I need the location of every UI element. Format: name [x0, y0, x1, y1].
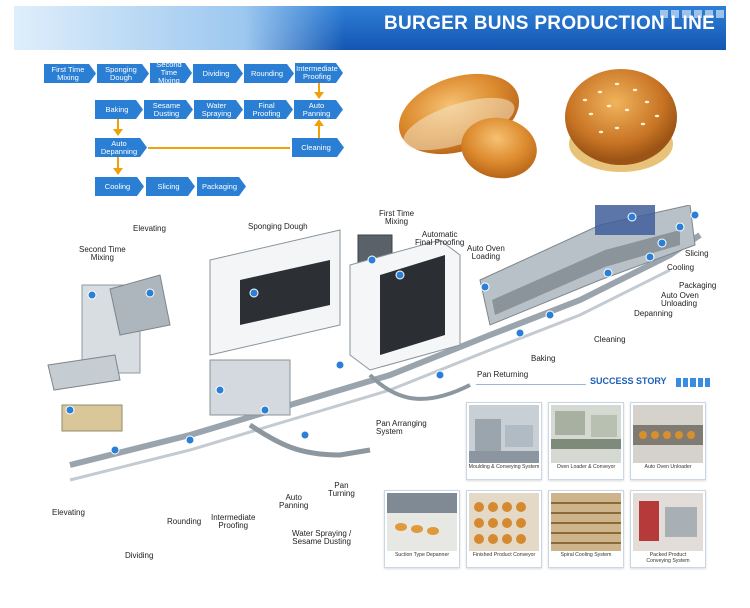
flow-arrow-up — [314, 119, 324, 126]
header-decoration — [660, 10, 725, 18]
label-rounding: Rounding — [167, 517, 202, 526]
flow-step-final-proofing: Final Proofing — [244, 100, 293, 119]
success-card-photo — [469, 493, 539, 551]
page-title: BURGER BUNS PRODUCTION LINE — [384, 13, 716, 34]
flow-step-sponging-dough: Sponging Dough — [97, 64, 149, 83]
label-baking: Baking — [531, 354, 556, 363]
flow-step-packaging: Packaging — [197, 177, 246, 196]
success-card-moulding: Moulding & Conveying System — [466, 402, 542, 480]
flow-step-second-time-mixing: Second Time Mixing — [150, 63, 192, 83]
burger-buns-illustration — [398, 69, 677, 179]
label-auto-oven-loading: Auto Oven Loading — [467, 244, 505, 262]
label-auto-panning: Auto Panning — [279, 493, 309, 511]
success-card-photo — [387, 493, 457, 551]
success-card-caption: Finished Product Conveyor — [472, 552, 536, 558]
flow-step-slicing: Slicing — [146, 177, 195, 196]
success-card-oven-unloader: Auto Oven Unloader — [630, 402, 706, 480]
flow-step-water-spraying: Water Spraying — [194, 100, 243, 119]
flow-step-intermediate-proofing: Intermediate Proofing — [295, 63, 343, 83]
flow-step-sesame-dusting: Sesame Dusting — [144, 100, 193, 119]
label-auto-oven-unloading: Auto Oven Unloading — [661, 291, 699, 309]
flow-arrow-down — [113, 168, 123, 175]
success-card-suction-depanner: Suction Type Depanner — [384, 490, 460, 568]
label-water-spraying-sesame-dusting: Water Spraying / Sesame Dusting — [292, 529, 352, 547]
flow-connector — [148, 147, 290, 149]
success-story-title: SUCCESS STORY — [590, 376, 667, 386]
elevator-machine — [47, 354, 121, 391]
label-slicing: Slicing — [685, 249, 709, 258]
flow-arrow-down — [113, 129, 123, 136]
label-first-time-mixing: First Time Mixing — [379, 209, 415, 227]
flow-step-cleaning: Cleaning — [292, 138, 344, 157]
flow-step-first-time-mixing: First Time Mixing — [44, 64, 96, 83]
success-story-decoration — [676, 378, 711, 387]
label-pan-turning: Pan Turning — [328, 481, 355, 499]
success-card-photo — [469, 405, 539, 463]
flow-step-baking: Baking — [95, 100, 143, 119]
production-line-illustration — [47, 205, 702, 482]
success-card-photo — [551, 405, 621, 463]
success-card-caption: Auto Oven Unloader — [644, 464, 692, 470]
success-card-oven-loader: Oven Loader & Conveyor — [548, 402, 624, 480]
success-card-caption: Oven Loader & Conveyor — [556, 464, 616, 470]
success-card-spiral-cooling: Spiral Cooling System — [548, 490, 624, 568]
label-depanning: Depanning — [634, 309, 673, 318]
label-automatic-final-proofing: Automatic Final Proofing — [415, 230, 465, 248]
burger-bun-top — [565, 69, 677, 165]
flow-connector — [318, 83, 320, 93]
main-conveyor — [69, 232, 702, 468]
success-story-divider — [476, 384, 586, 385]
flow-connector — [117, 119, 119, 130]
flow-step-auto-depanning: Auto Depanning — [95, 138, 147, 157]
label-sponging-dough: Sponging Dough — [248, 222, 308, 231]
success-card-caption: Suction Type Depanner — [394, 552, 450, 558]
label-cleaning: Cleaning — [594, 335, 626, 344]
flow-step-rounding: Rounding — [244, 64, 294, 83]
success-card-photo — [551, 493, 621, 551]
label-cooling: Cooling — [667, 263, 695, 272]
label-packaging: Packaging — [679, 281, 717, 290]
success-card-photo — [633, 493, 703, 551]
success-card-finished-conveyor: Finished Product Conveyor — [466, 490, 542, 568]
flow-arrow-down — [314, 92, 324, 99]
label-second-time-mixing: Second Time Mixing — [79, 245, 126, 263]
spiral-cooler — [595, 205, 655, 235]
label-pan-returning: Pan Returning — [477, 370, 529, 379]
label-pan-arranging-system: Pan Arranging System — [376, 419, 427, 437]
success-card-caption: Moulding & Conveying System — [468, 464, 540, 470]
label-elevating-top: Elevating — [133, 224, 166, 233]
flow-step-auto-panning: Auto Panning — [294, 100, 343, 119]
flow-connector — [318, 126, 320, 138]
label-dividing: Dividing — [125, 551, 154, 560]
bun-bottom-half — [461, 117, 537, 179]
header-gradient — [14, 6, 344, 50]
flow-step-dividing: Dividing — [193, 64, 243, 83]
flow-step-cooling: Cooling — [95, 177, 144, 196]
pan-return-conveyor — [248, 422, 371, 458]
flow-connector — [117, 157, 119, 169]
label-intermediate-proofing: Intermediate Proofing — [211, 513, 256, 531]
label-elevating-bottom: Elevating — [52, 508, 85, 517]
success-card-packed-conveying: Packed Product Conveying System — [630, 490, 706, 568]
success-card-photo — [633, 405, 703, 463]
success-card-caption: Packed Product Conveying System — [646, 552, 690, 564]
success-card-caption: Spiral Cooling System — [560, 552, 612, 558]
